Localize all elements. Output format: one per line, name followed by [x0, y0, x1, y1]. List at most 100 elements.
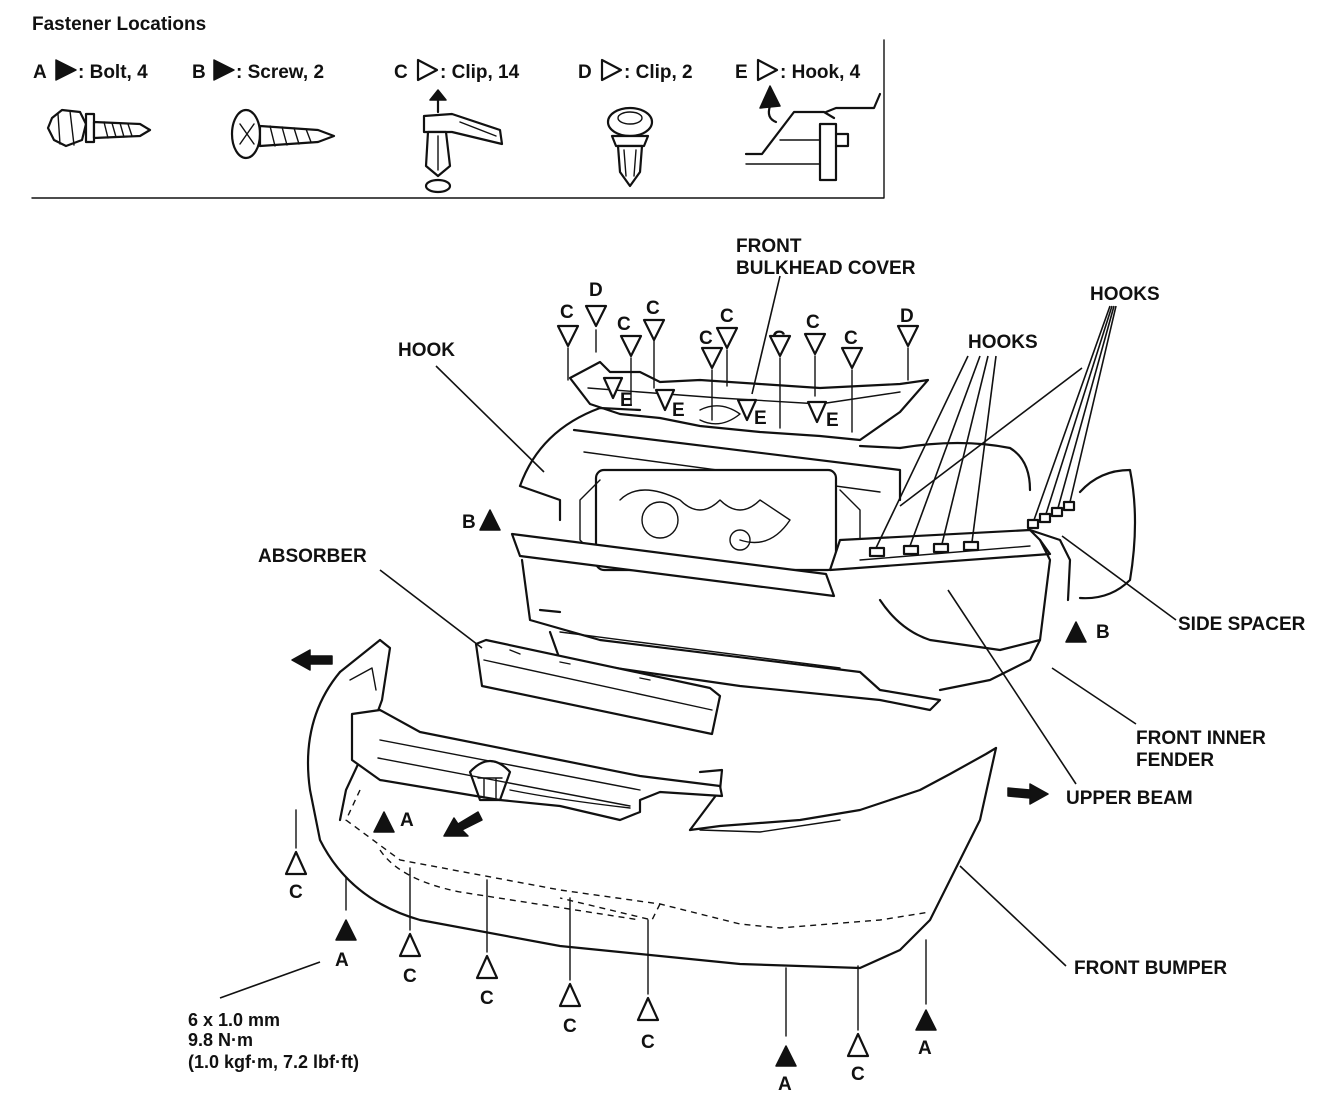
- label-hooks-right: HOOKS: [1090, 284, 1160, 305]
- legend-text-c: : Clip, 14: [440, 62, 520, 83]
- fastener-legend: Fastener Locations A : Bolt, 4 B : Screw…: [31, 14, 885, 199]
- torque-nm: 9.8 N·m: [188, 1030, 253, 1050]
- svg-text:C: C: [646, 298, 660, 319]
- svg-text:C: C: [641, 1032, 655, 1053]
- marker-c-2: C: [617, 314, 643, 358]
- marker-c-12: C: [558, 982, 582, 1037]
- fastener-markers: C D C C C C C C C D E E E E B B A A A A …: [284, 280, 1110, 1095]
- legend-letter-a: A: [33, 62, 47, 83]
- legend-letter-b: B: [192, 62, 206, 83]
- svg-text:C: C: [806, 312, 820, 333]
- svg-text:E: E: [826, 410, 839, 431]
- legend-item-b: B : Screw, 2: [192, 59, 324, 83]
- marker-e-3: E: [736, 398, 767, 429]
- torque-spec: 6 x 1.0 mm 9.8 N·m (1.0 kgf·m, 7.2 lbf·f…: [188, 1010, 359, 1072]
- svg-text:C: C: [560, 302, 574, 323]
- leader-lines: [219, 275, 1177, 999]
- svg-text:B: B: [1096, 622, 1110, 643]
- label-upper-beam: UPPER BEAM: [1066, 788, 1193, 809]
- svg-text:C: C: [844, 328, 858, 349]
- marker-a-1: A: [373, 810, 414, 833]
- legend-text-e: : Hook, 4: [780, 62, 861, 83]
- svg-text:C: C: [720, 306, 734, 327]
- legend-text-b: : Screw, 2: [236, 62, 324, 83]
- legend-item-c: C : Clip, 14: [394, 58, 520, 83]
- marker-d-1: D: [584, 280, 608, 328]
- label-absorber: ABSORBER: [258, 546, 367, 567]
- marker-c-4: C: [699, 328, 724, 370]
- label-front-bulkhead-cover-1: FRONT: [736, 236, 802, 257]
- marker-c-6: C: [768, 328, 792, 358]
- arrow-down-left-icon: [443, 811, 483, 837]
- label-side-spacer: SIDE SPACER: [1178, 614, 1306, 635]
- legend-letter-d: D: [578, 62, 592, 83]
- marker-c-8: C: [840, 328, 864, 370]
- open-triangle-icon: [756, 58, 779, 82]
- marker-e-2: E: [654, 388, 685, 421]
- svg-text:C: C: [851, 1064, 865, 1085]
- hook-tabs: [868, 500, 1076, 558]
- svg-text:C: C: [480, 988, 494, 1009]
- svg-text:C: C: [617, 314, 631, 335]
- open-triangle-icon: [416, 58, 439, 82]
- marker-c-13: C: [636, 996, 660, 1053]
- arrow-left-icon: [291, 649, 333, 671]
- legend-item-a: A : Bolt, 4: [33, 59, 148, 83]
- legend-item-e: E : Hook, 4: [735, 58, 861, 83]
- marker-c-10: C: [398, 932, 422, 987]
- svg-text:C: C: [563, 1016, 577, 1037]
- marker-c-14: C: [846, 1032, 870, 1085]
- legend-title: Fastener Locations: [32, 14, 206, 35]
- label-front-bumper: FRONT BUMPER: [1074, 958, 1227, 979]
- open-triangle-icon: [600, 58, 623, 82]
- part-labels: FRONT BULKHEAD COVER HOOK HOOKS HOOKS AB…: [258, 236, 1306, 979]
- side-spacer: [1028, 468, 1137, 602]
- marker-c-11: C: [475, 954, 499, 1009]
- marker-c-5: C: [715, 306, 739, 350]
- torque-size: 6 x 1.0 mm: [188, 1010, 280, 1030]
- front-bumper: [306, 638, 998, 970]
- marker-d-2: D: [896, 306, 920, 348]
- marker-a-3: A: [775, 1045, 797, 1095]
- grille: [350, 708, 724, 822]
- svg-text:D: D: [900, 306, 914, 327]
- torque-imperial: (1.0 kgf·m, 7.2 lbf·ft): [188, 1052, 359, 1072]
- marker-c-1: C: [556, 302, 580, 348]
- screw-icon: [230, 108, 336, 160]
- svg-text:C: C: [403, 966, 417, 987]
- marker-a-2: A: [335, 919, 357, 971]
- marker-a-4: A: [915, 1009, 937, 1059]
- svg-text:A: A: [335, 950, 349, 971]
- legend-letter-e: E: [735, 62, 748, 83]
- label-hooks-left: HOOKS: [968, 332, 1038, 353]
- clip-d-icon: [606, 106, 654, 188]
- filled-triangle-icon: [55, 59, 77, 81]
- marker-c-3: C: [642, 298, 666, 342]
- svg-text:E: E: [672, 400, 685, 421]
- svg-text:E: E: [754, 408, 767, 429]
- legend-text-a: : Bolt, 4: [78, 62, 148, 83]
- lower-splash-panel: [520, 538, 1052, 712]
- legend-frame: [31, 39, 885, 199]
- label-front-bulkhead-cover-2: BULKHEAD COVER: [736, 258, 916, 279]
- marker-c-7: C: [803, 312, 827, 356]
- svg-text:C: C: [699, 328, 713, 349]
- absorber: [474, 638, 722, 736]
- marker-e-1: E: [602, 376, 633, 411]
- arrow-right-icon: [1007, 783, 1049, 805]
- marker-e-4: E: [806, 400, 839, 431]
- legend-item-d: D : Clip, 2: [578, 58, 693, 83]
- label-hook: HOOK: [398, 340, 455, 361]
- upper-beam: [510, 500, 1076, 598]
- label-front-inner-fender-1: FRONT INNER: [1136, 728, 1266, 749]
- svg-text:B: B: [462, 512, 476, 533]
- clip-c-icon: [422, 89, 504, 194]
- label-front-inner-fender-2: FENDER: [1136, 750, 1214, 771]
- svg-text:A: A: [778, 1074, 792, 1095]
- bolt-icon: [46, 108, 152, 148]
- svg-text:C: C: [289, 882, 303, 903]
- legend-letter-c: C: [394, 62, 408, 83]
- removal-arrows: [291, 649, 1049, 837]
- marker-b-2: B: [1065, 621, 1110, 643]
